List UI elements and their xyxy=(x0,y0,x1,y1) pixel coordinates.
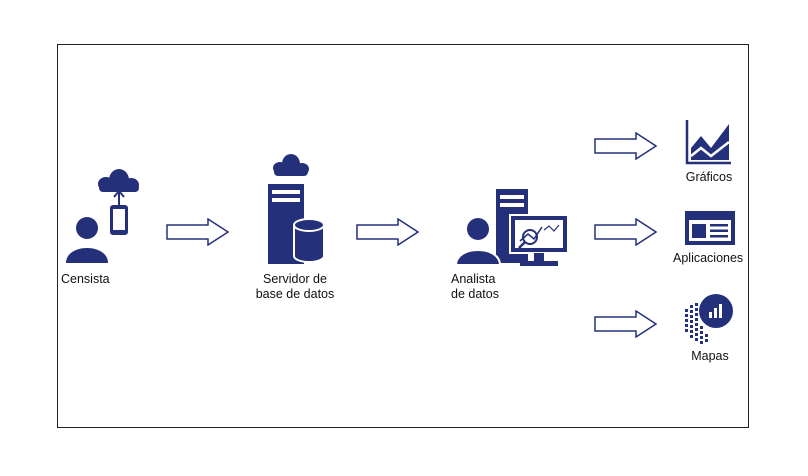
smartphone-icon xyxy=(110,205,128,235)
censista-label: Censista xyxy=(61,272,110,286)
aplicaciones-label: Aplicaciones xyxy=(673,251,744,265)
servidor-label: Servidor de base de datos xyxy=(240,272,350,302)
arrow-servidor-analista xyxy=(356,218,420,246)
monitor-chart-icon xyxy=(509,214,569,266)
area-chart-icon xyxy=(685,120,731,165)
analista-node xyxy=(448,185,573,270)
upload-arrow-icon xyxy=(113,189,125,206)
arrow-analista-mapas xyxy=(594,310,658,338)
person-icon xyxy=(454,218,502,266)
graficos-node xyxy=(684,118,734,166)
arrow-analista-aplicaciones xyxy=(594,218,658,246)
analista-label-line1: Analista xyxy=(451,272,496,286)
mapas-node xyxy=(683,293,737,345)
analista-label-line2: de datos xyxy=(451,287,499,301)
aplicaciones-node xyxy=(684,210,736,246)
person-icon xyxy=(66,217,108,263)
database-icon xyxy=(293,218,325,263)
arrow-analista-graficos xyxy=(594,132,658,160)
servidor-node xyxy=(260,150,340,270)
cloud-upload-icon xyxy=(98,169,139,192)
servidor-label-line1: Servidor de xyxy=(263,272,327,286)
censista-node xyxy=(60,160,150,270)
analista-label: Analista de datos xyxy=(451,272,499,302)
app-window-icon xyxy=(685,211,735,245)
servidor-label-line2: base de datos xyxy=(255,287,335,301)
graficos-label: Gráficos xyxy=(685,170,733,184)
mapas-label: Mapas xyxy=(691,349,729,363)
cloud-icon xyxy=(273,154,309,176)
arrow-censista-servidor xyxy=(166,218,230,246)
dot-map-chart-icon xyxy=(685,294,733,344)
